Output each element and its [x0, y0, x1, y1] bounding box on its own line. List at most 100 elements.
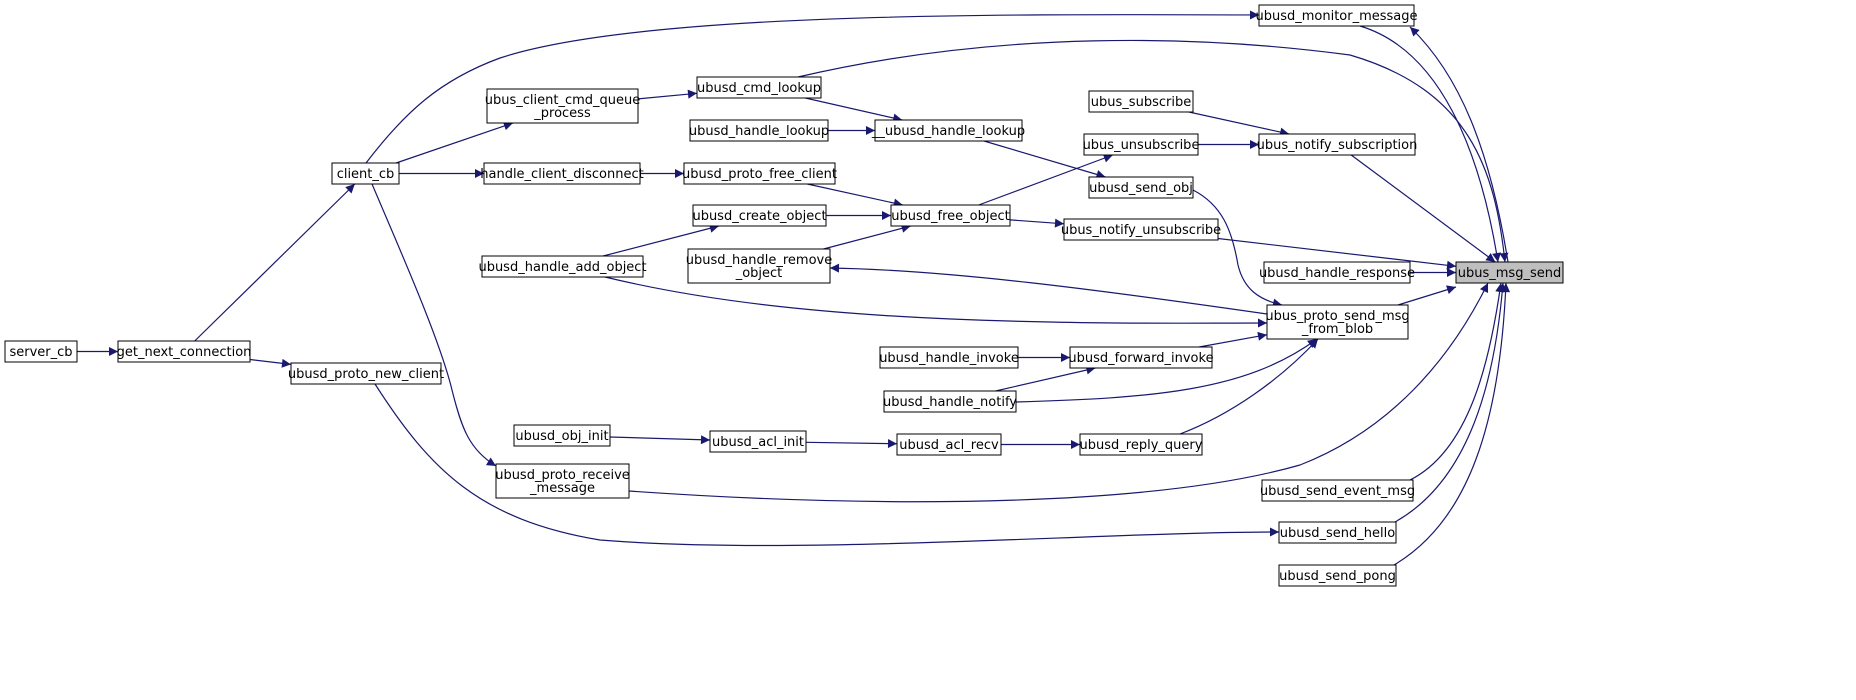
edge-line [1179, 338, 1319, 435]
node-box [874, 119, 1023, 142]
node-label: ubus_unsubscribe [1083, 138, 1200, 153]
node-ubusd-forward-invoke[interactable]: ubusd_forward_invoke [1068, 346, 1214, 369]
node-label: ubusd_forward_invoke [1068, 351, 1213, 366]
node-label: get_next_connection [117, 345, 252, 360]
node-ubusd-handle-notify[interactable]: ubusd_handle_notify [883, 390, 1017, 413]
node-box [1063, 218, 1219, 241]
node-box [689, 119, 829, 142]
node-ubusd-acl-recv[interactable]: ubusd_acl_recv [896, 433, 1002, 456]
node-box [1278, 564, 1397, 587]
edge-ubusd_proto_new_client-to-ubusd_send_hello [374, 383, 1280, 547]
edge-layer [77, 10, 1511, 566]
node-box [486, 88, 639, 124]
node-label: server_cb [9, 345, 72, 360]
node-handle-client-disconnect[interactable]: handle_client_disconnect [480, 162, 644, 185]
node-box [709, 430, 807, 453]
node-ubus-subscribe[interactable]: ubus_subscribe [1088, 90, 1194, 113]
node-ubusd-acl-init[interactable]: ubusd_acl_init [709, 430, 807, 453]
node-ubus-notify-unsubscribe[interactable]: ubus_notify_unsubscribe [1061, 218, 1221, 241]
node-label: ubusd_handle_add_object [478, 260, 646, 275]
node-ubus-msg-send[interactable]: ubus_msg_send [1455, 261, 1564, 284]
node-label: __ubusd_handle_lookup [871, 124, 1025, 139]
node-label: ubus_notify_subscription [1257, 138, 1418, 153]
node-get-next-connection[interactable]: get_next_connection [117, 340, 252, 363]
node-label: _object [735, 266, 783, 281]
edge-line [249, 358, 292, 368]
edge-line [194, 183, 356, 342]
edge-ubusd_handle_add_object-to-ubus_proto_send_msg_from_blob [604, 276, 1268, 328]
node-box [290, 362, 442, 385]
edge-ubusd_cmd_lookup-to-ubus_msg_send [797, 39, 1509, 263]
node-ubusd-send-hello[interactable]: ubusd_send_hello [1278, 521, 1397, 544]
node-box [1263, 261, 1411, 284]
edge-line [604, 276, 1268, 328]
node-ubusd-proto-receive-message[interactable]: ubusd_proto_receive_message [495, 463, 630, 499]
node-ubusd-create-object[interactable]: ubusd_create_object [692, 204, 827, 227]
node-label: ubus_msg_send [1458, 266, 1561, 281]
node-ubusd-handle-response[interactable]: ubusd_handle_response [1259, 261, 1415, 284]
node-label: _message [529, 481, 595, 496]
node-ubusd-proto-new-client[interactable]: ubusd_proto_new_client [288, 362, 444, 385]
node-ubusd-proto-free-client[interactable]: ubusd_proto_free_client [682, 162, 837, 185]
node-ubusd-send-obj[interactable]: ubusd_send_obj [1088, 176, 1194, 199]
node-ubusd-free-object[interactable]: ubusd_free_object [890, 204, 1011, 227]
node-box [1079, 433, 1203, 456]
node-ubus-client-cmd-queue-process[interactable]: ubus_client_cmd_queue_process [485, 88, 641, 124]
edge-ubusd_handle_notify-to-ubus_proto_send_msg_from_blob [1015, 338, 1318, 403]
edge-line [1409, 282, 1505, 481]
node-box [4, 340, 78, 363]
node-ubusd-handle-invoke[interactable]: ubusd_handle_invoke [879, 346, 1019, 369]
node-box [1266, 304, 1409, 340]
edge-get_next_connection-to-ubusd_proto_new_client [249, 358, 292, 368]
edge-line [637, 89, 698, 100]
node-ubus-unsubscribe[interactable]: ubus_unsubscribe [1083, 133, 1200, 156]
edge-line [995, 365, 1096, 392]
node-box [331, 162, 400, 185]
node-label: ubusd_send_event_msg [1260, 484, 1415, 499]
edge-client_cb-to-ubus_client_cmd_queue_process [395, 121, 514, 164]
node-label: ubusd_handle_remove [686, 253, 832, 268]
node-box [687, 248, 831, 284]
node-label: ubusd_cmd_lookup [697, 81, 821, 96]
edge-line [1217, 237, 1457, 270]
node-label: handle_client_disconnect [480, 167, 643, 182]
edge-ubusd_send_hello-to-ubus_msg_send [1394, 282, 1507, 523]
node-box [483, 162, 641, 185]
node-box [1278, 521, 1397, 544]
edge-ubus_client_cmd_queue_process-to-ubusd_cmd_lookup [637, 89, 698, 100]
node-client-cb[interactable]: client_cb [331, 162, 400, 185]
node-label: ubus_client_cmd_queue [485, 93, 641, 108]
node-ubusd-send-pong[interactable]: ubusd_send_pong [1278, 564, 1397, 587]
node-box [1258, 133, 1416, 156]
node-ubusd-reply-query[interactable]: ubusd_reply_query [1079, 433, 1203, 456]
node-ubusd-cmd-lookup[interactable]: ubusd_cmd_lookup [696, 76, 822, 99]
node-label: ubus_subscribe [1091, 95, 1191, 110]
edge-line [628, 282, 1489, 503]
node-ubus-proto-send-msg-from-blob[interactable]: ubus_proto_send_msg_from_blob [1265, 304, 1410, 340]
edge-client_cb-to-ubusd_monitor_message [365, 10, 1260, 164]
node-server-cb[interactable]: server_cb [4, 340, 78, 363]
node-ubus-notify-subscription[interactable]: ubus_notify_subscription [1257, 133, 1418, 156]
node-label: ubus_proto_send_msg [1265, 309, 1409, 324]
node-ubusd-handle-remove-object[interactable]: ubusd_handle_remove_object [686, 248, 832, 284]
node-ubusd-send-event-msg[interactable]: ubusd_send_event_msg [1260, 479, 1415, 502]
node-label: ubusd_proto_free_client [682, 167, 837, 182]
node-label: ubusd_acl_init [712, 435, 804, 450]
node-ubusd-obj-init[interactable]: ubusd_obj_init [513, 424, 611, 447]
edge-ubus_subscribe-to-ubus_notify_subscription [1188, 111, 1290, 137]
edge-ubus_notify_unsubscribe-to-ubus_msg_send [1217, 237, 1457, 270]
node-ubusd-monitor-message[interactable]: ubusd_monitor_message [1255, 4, 1418, 27]
node-label: ubus_notify_unsubscribe [1061, 223, 1221, 238]
edge-line [1015, 338, 1318, 403]
node-label: ubusd_free_object [891, 209, 1009, 224]
node---ubusd-handle-lookup[interactable]: __ubusd_handle_lookup [871, 119, 1025, 142]
node-label: ubusd_proto_new_client [288, 367, 444, 382]
node-label: ubusd_proto_receive [495, 468, 630, 483]
node-ubusd-handle-add-object[interactable]: ubusd_handle_add_object [478, 255, 647, 278]
node-ubusd-handle-lookup[interactable]: ubusd_handle_lookup [689, 119, 829, 142]
edge-ubusd_forward_invoke-to-ubus_proto_send_msg_from_blob [1198, 331, 1268, 348]
node-label: ubusd_reply_query [1080, 438, 1203, 453]
edge-line [1393, 282, 1511, 566]
